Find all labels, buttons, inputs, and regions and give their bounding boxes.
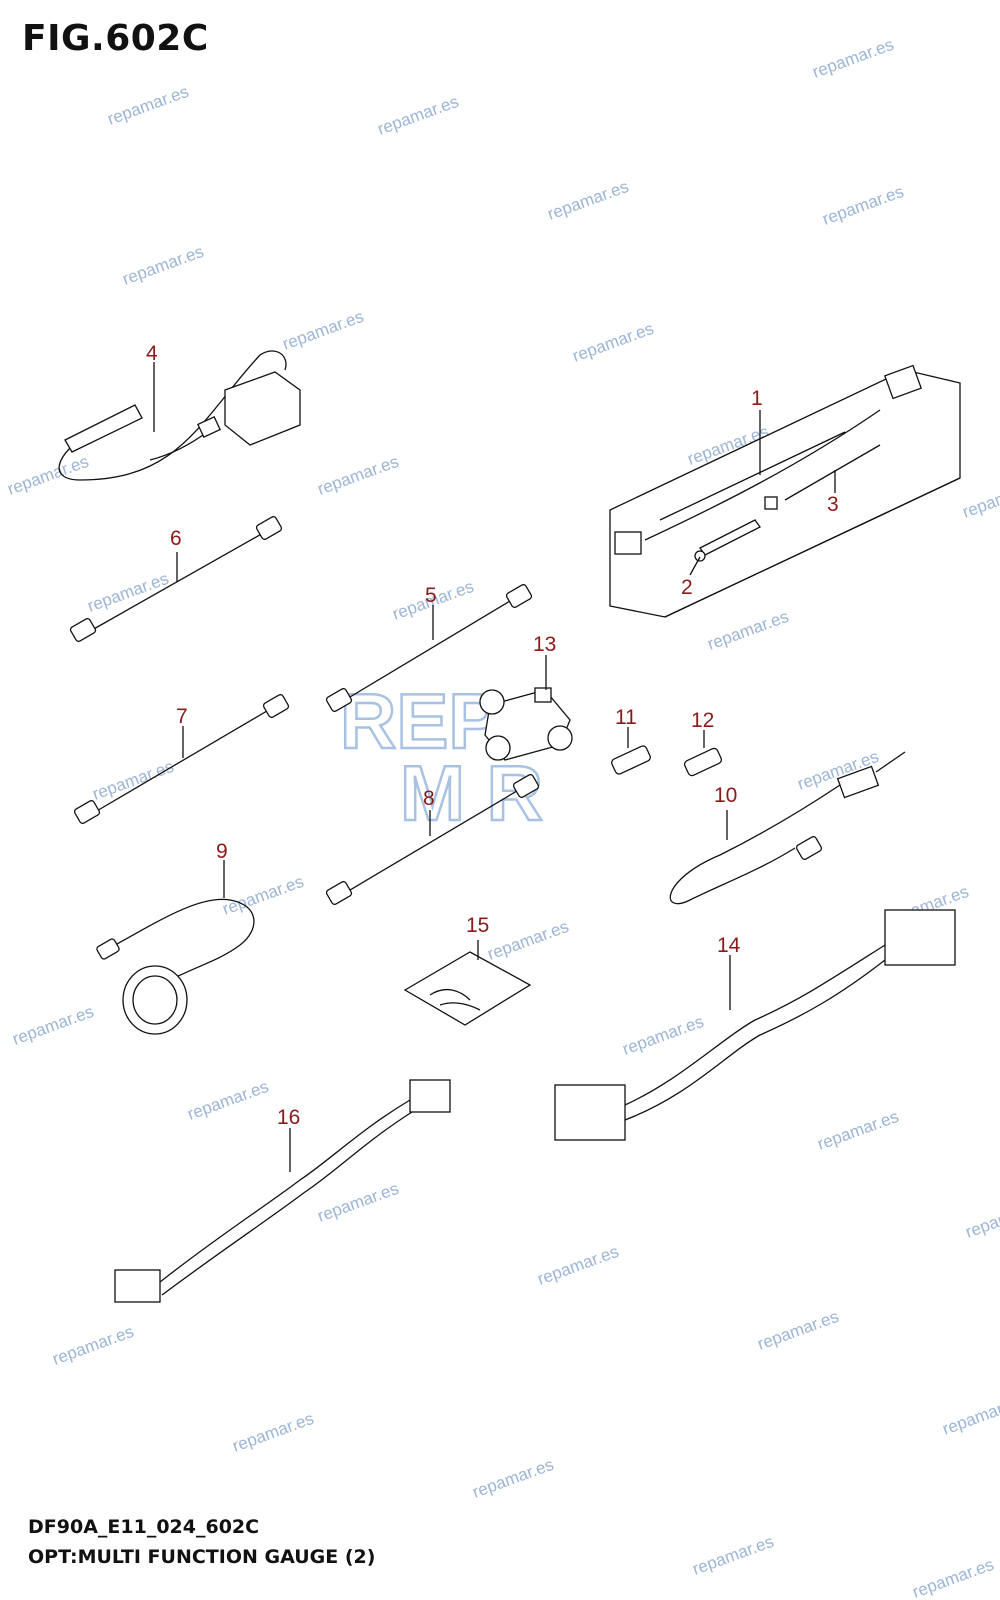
- watermark: repamar.es: [470, 1455, 556, 1502]
- watermark: repamar.es: [940, 1392, 1000, 1439]
- callout-14: 14: [717, 934, 741, 957]
- logo-line1: REP: [340, 677, 500, 765]
- watermark: repamar.es: [105, 82, 191, 129]
- callout-13: 13: [533, 633, 556, 656]
- watermark: repamar.es: [280, 307, 366, 354]
- cable-tie-head: [764, 496, 778, 510]
- watermark: repamar.es: [485, 917, 571, 964]
- part-6-cable: [69, 516, 283, 642]
- watermark: repamar.es: [820, 182, 906, 229]
- part-12-terminator: [683, 747, 723, 777]
- watermark: repamar.es: [910, 1555, 996, 1600]
- part-4-sensor-harness: [58, 350, 301, 481]
- watermark: repamar.es: [375, 92, 461, 139]
- watermark: repamar.es: [315, 452, 401, 499]
- watermark: repamar.es: [690, 1532, 776, 1579]
- figure-title: FIG.602C: [22, 18, 209, 59]
- part-16-harness: [114, 1079, 451, 1303]
- watermark: repamar.es: [230, 1409, 316, 1456]
- part-14-harness: [554, 909, 956, 1141]
- kit-box-outline: [609, 369, 961, 618]
- harness-connector-top: [409, 1079, 451, 1113]
- watermark: repamar.es: [315, 1179, 401, 1226]
- watermark: repamar.es: [185, 1077, 271, 1124]
- kit-connector-left: [614, 531, 642, 555]
- watermark: repamar.es: [620, 1012, 706, 1059]
- watermark: repamar.es: [545, 177, 631, 224]
- callout-2: 2: [681, 576, 693, 599]
- part-9-sensor: [96, 898, 255, 1035]
- leader-lines: [153, 362, 836, 1172]
- figure-caption: OPT:MULTI FUNCTION GAUGE (2): [28, 1546, 376, 1568]
- part-10-cable: [669, 751, 906, 905]
- callout-7: 7: [176, 705, 188, 728]
- callout-1: 1: [751, 387, 763, 410]
- watermark: repamar.es: [815, 1107, 901, 1154]
- callout-6: 6: [170, 527, 182, 550]
- callout-9: 9: [216, 840, 228, 863]
- figure-code: DF90A_E11_024_602C: [28, 1516, 260, 1538]
- callout-10: 10: [714, 784, 737, 807]
- part-7-cable: [73, 694, 290, 824]
- watermark: repamar.es: [570, 319, 656, 366]
- bracket: [224, 371, 301, 446]
- callout-15: 15: [466, 914, 489, 937]
- watermark: repamar.es: [810, 35, 896, 82]
- callout-12: 12: [691, 709, 714, 732]
- part-13-t-connector: [479, 687, 573, 761]
- kit-connector-right: [883, 364, 923, 400]
- watermark: repamar.es: [220, 872, 306, 919]
- watermark: repamar.es: [705, 607, 791, 654]
- part-11-terminator: [611, 745, 651, 775]
- callout-11: 11: [615, 706, 637, 729]
- callout-5: 5: [425, 584, 437, 607]
- harness-connector-bottom: [114, 1269, 161, 1303]
- harness-kit-box: [609, 364, 961, 618]
- watermark: repamar.es: [5, 452, 91, 499]
- watermark: repamar.es: [755, 1307, 841, 1354]
- watermark: repamar.es: [10, 1002, 96, 1049]
- callout-8: 8: [423, 787, 435, 810]
- part-15-bag: [403, 951, 532, 1026]
- callout-3: 3: [827, 493, 839, 516]
- callout-labels: 1 2 3 4 5 6 7 8 9 10 11 12 13 14 15 16: [146, 342, 839, 1129]
- watermark: repamar.es: [50, 1322, 136, 1369]
- watermark: repamar.es: [535, 1242, 621, 1289]
- harness-connector-right: [884, 909, 956, 966]
- watermark: repamar.es: [963, 1195, 1000, 1242]
- part-5-cable: [325, 584, 533, 712]
- harness-connector-left: [554, 1084, 626, 1141]
- callout-4: 4: [146, 342, 158, 365]
- watermark: repamar.es: [120, 242, 206, 289]
- watermark: repamar.es: [90, 757, 176, 804]
- part-8-cable: [325, 774, 540, 905]
- callout-16: 16: [277, 1106, 300, 1129]
- watermark: repamar.es: [960, 475, 1000, 522]
